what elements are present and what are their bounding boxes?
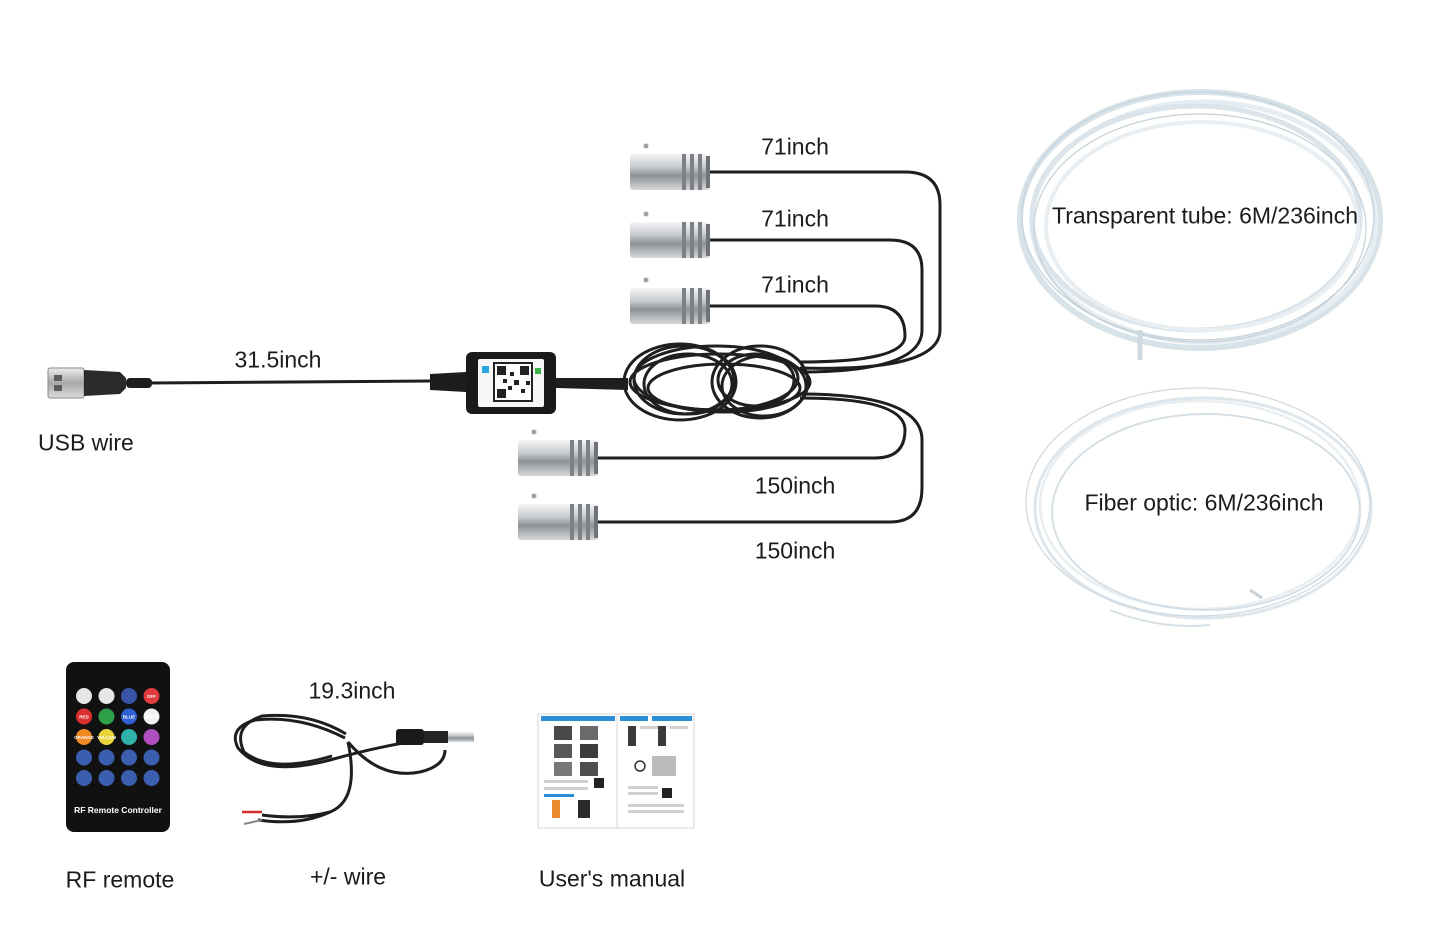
remote-button-10 [98,729,115,745]
controller-box [430,352,628,414]
remote-button-11 [121,729,137,745]
transparent-tube-coil [1017,89,1383,360]
light-5-length-label: 150inch [754,537,836,564]
remote-button-19 [121,770,137,786]
remote-button-1 [76,688,92,704]
remote-button-13 [76,749,92,766]
usb-plug [47,367,152,399]
black-wire-end [243,819,263,825]
remote-button-17 [76,770,92,786]
usb-length-label: 31.5inch [234,346,322,373]
light-1-length-label: 71inch [761,133,829,160]
usb-cable [149,379,431,385]
remote-button-5 [76,708,92,725]
remote-button-label-7: BLUE [123,715,135,720]
remote-button-4 [143,688,160,704]
light-4-length-label: 150inch [754,472,836,499]
remote-button-12 [143,729,160,745]
remote-button-20 [143,770,160,786]
power-wire [233,713,474,824]
light-3-length-label: 71inch [761,271,829,298]
remote-button-2 [98,688,115,704]
remote-button-9 [76,729,92,745]
fiber-optic-coil [1025,387,1373,627]
remote-button-7 [121,708,137,725]
rf-remote-label: RF remote [65,866,175,893]
light-head-2 [630,211,710,258]
transparent-tube-label: Transparent tube: 6M/236inch [1052,202,1358,229]
light-head-3 [630,277,710,324]
usb-wire-label: USB wire [38,429,134,456]
remote-button-label-9: ORANGE [74,735,94,740]
remote-button-label-8: WHITE [144,715,159,720]
remote-button-18 [98,770,115,786]
remote-button-8 [143,708,160,725]
remote-button-label-4: OFF [147,694,156,699]
remote-button-6 [98,708,115,725]
remote-button-label-5: RED [79,715,89,720]
light-head-1 [630,143,710,190]
light-head-5 [518,493,598,540]
user-manual-image [537,713,695,829]
remote-button-label-10: YELLOW [97,735,117,740]
users-manual-label: User's manual [538,865,686,892]
remote-button-14 [98,749,115,766]
remote-caption-svg: RF Remote Controller [74,805,163,815]
remote-button-3 [121,688,137,704]
fiber-optic-label: Fiber optic: 6M/236inch [1084,489,1324,516]
remote-button-16 [143,749,160,766]
light-cables [596,170,942,524]
power-wire-label: +/- wire [309,863,387,890]
remote-button-15 [121,749,137,766]
cable-coil [622,342,812,422]
light-head-4 [518,429,598,476]
light-2-length-label: 71inch [761,205,829,232]
wire-length-label: 19.3inch [308,677,396,704]
